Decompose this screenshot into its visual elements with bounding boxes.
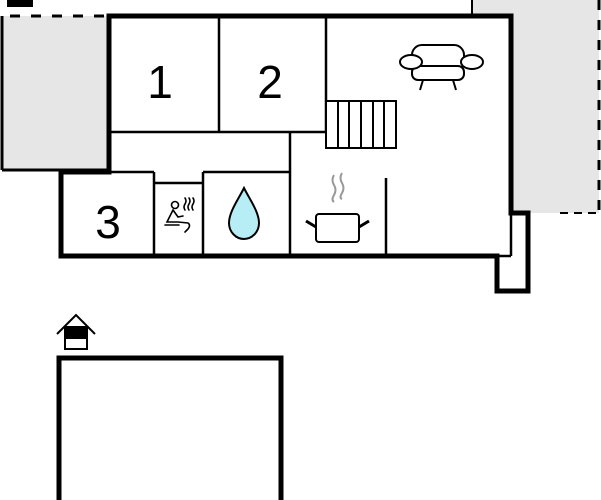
room-label-2: 2 — [257, 56, 283, 108]
wall-fragment — [7, 0, 33, 7]
cooking-pot-icon — [305, 172, 370, 243]
house-icon — [56, 313, 96, 350]
stairs-icon — [325, 100, 397, 149]
terrace-left — [0, 14, 108, 172]
water-drop-icon — [227, 185, 261, 241]
room-label-3: 3 — [95, 196, 121, 248]
outbuilding — [56, 355, 284, 500]
sofa-icon — [399, 44, 484, 91]
room-label-1: 1 — [147, 56, 173, 108]
inner-walls — [61, 16, 513, 258]
sauna-icon — [164, 197, 195, 233]
outer-walls — [58, 0, 531, 294]
